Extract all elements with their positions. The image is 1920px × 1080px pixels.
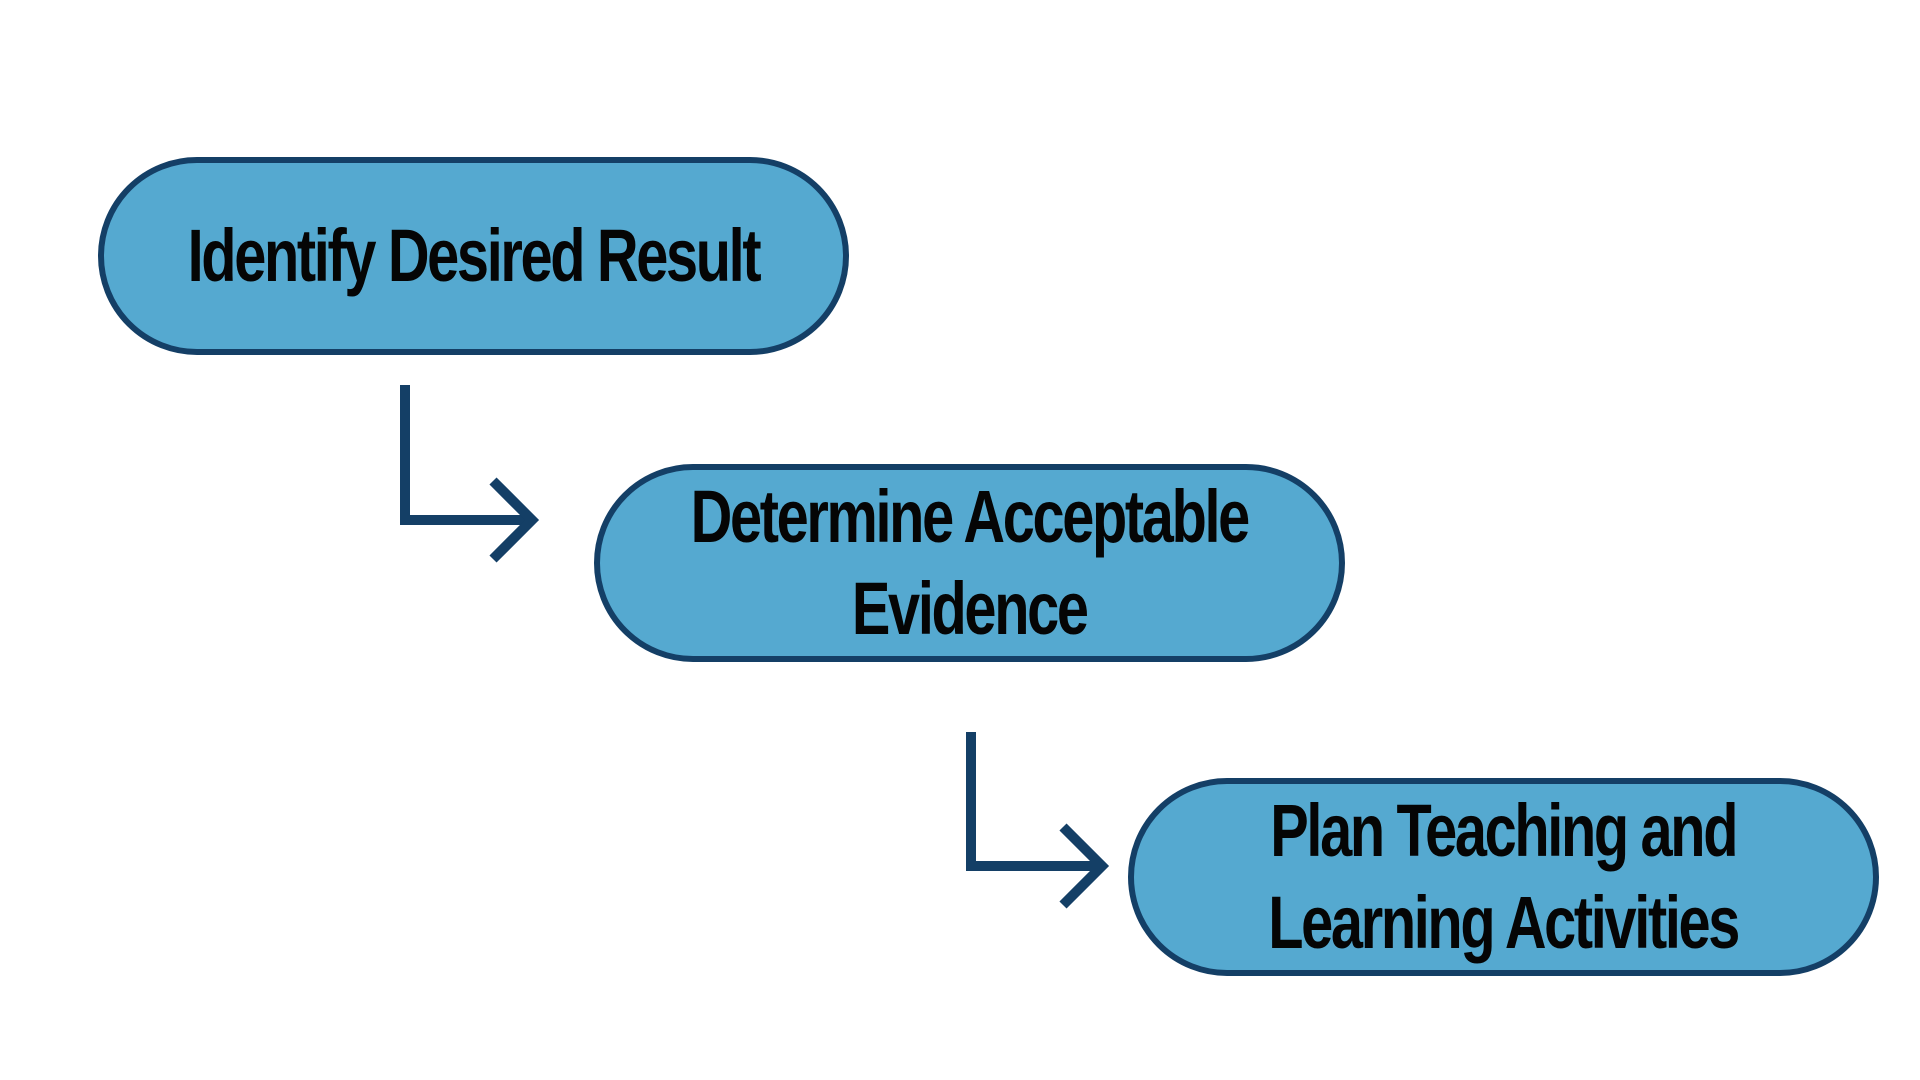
- connector-2-arrowhead: [1059, 823, 1110, 909]
- connector-1-line: [400, 385, 530, 525]
- connector-2-arrow-icon: [966, 732, 1110, 909]
- step-1-label-line-1: Identify Desired Result: [187, 214, 762, 297]
- connector-1-arrow-icon: [400, 385, 540, 563]
- step-2-label-line-2: Evidence: [852, 567, 1089, 650]
- step-2-label: Determine Acceptable Evidence: [690, 471, 1251, 655]
- step-plan-teaching-learning: Plan Teaching and Learning Activities: [1128, 778, 1879, 976]
- step-2-label-line-1: Determine Acceptable: [690, 475, 1251, 558]
- connector-1-arrowhead: [489, 477, 540, 563]
- step-3-label-line-2: Learning Activities: [1268, 881, 1741, 964]
- step-3-label-line-1: Plan Teaching and: [1270, 789, 1739, 872]
- step-identify-desired-result: Identify Desired Result: [98, 157, 849, 355]
- step-3-label: Plan Teaching and Learning Activities: [1268, 785, 1741, 969]
- connector-2-line: [966, 732, 1100, 871]
- step-1-label: Identify Desired Result: [187, 210, 762, 302]
- step-determine-acceptable-evidence: Determine Acceptable Evidence: [594, 464, 1345, 662]
